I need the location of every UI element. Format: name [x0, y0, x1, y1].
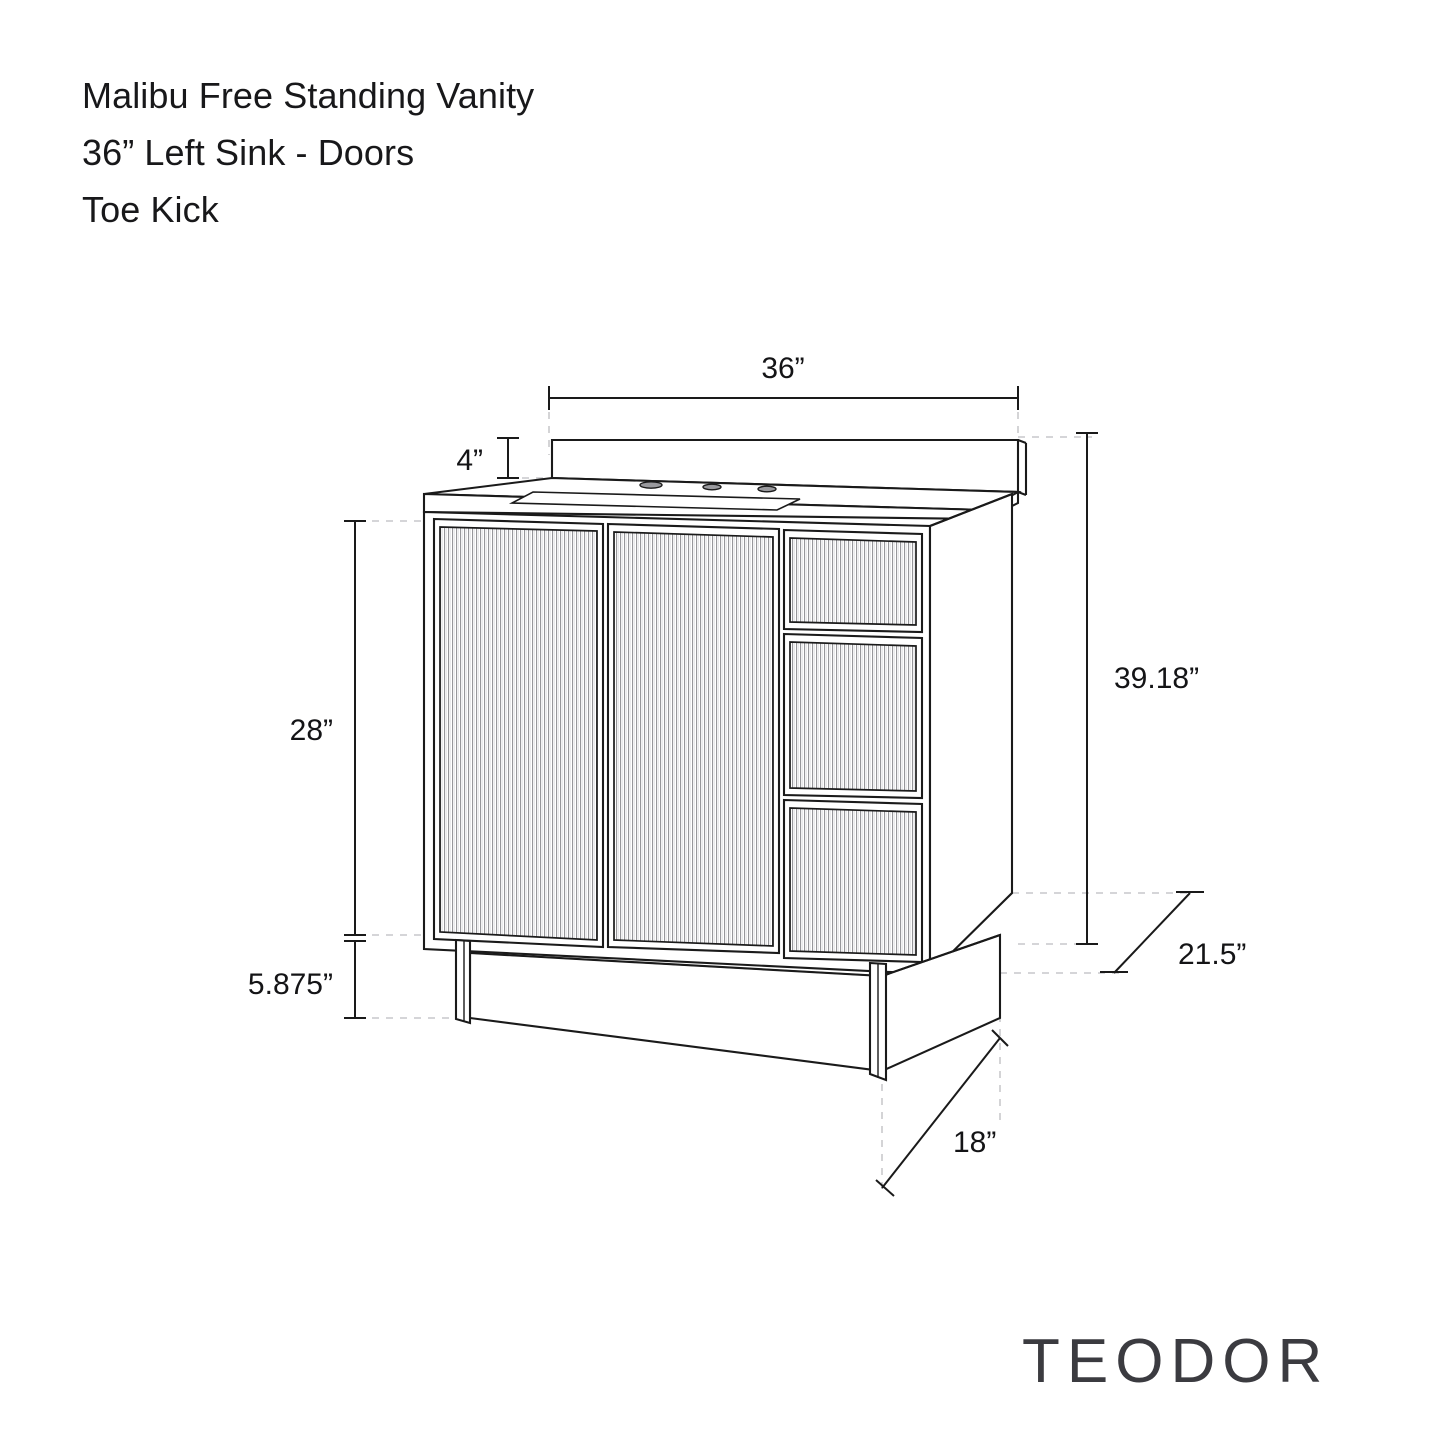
brand-logo: TEODOR [1022, 1327, 1330, 1396]
dimension-label-width: 36” [761, 352, 804, 385]
dimension-cabinet-28 [344, 520, 366, 936]
product-title-line-1: Malibu Free Standing Vanity [82, 75, 535, 116]
top-drawer [782, 528, 924, 634]
faucet-holes [639, 481, 777, 493]
right-door [606, 522, 781, 955]
dimension-overall-3918 [1076, 432, 1098, 945]
product-title-line-3: Toe Kick [82, 188, 219, 230]
dimension-width-36 [548, 386, 1019, 410]
front-left-leg [454, 938, 472, 1025]
sink-basin [508, 491, 801, 511]
dimension-toekick-5875 [344, 940, 366, 1019]
dimension-backsplash-4 [497, 437, 519, 479]
product-title-line-2: 36” Left Sink - Doors [82, 131, 415, 173]
dimension-label-cabinet: 28” [290, 714, 333, 747]
title-block: Malibu Free Standing Vanity 36” Left Sin… [82, 68, 842, 239]
front-right-leg [868, 961, 888, 1082]
dimension-label-backsplash: 4” [456, 444, 483, 477]
dimension-label-overall: 39.18” [1114, 662, 1199, 695]
middle-drawer [782, 632, 924, 800]
dimension-depth-215 [1100, 891, 1204, 974]
dimension-label-depth-base: 18” [953, 1126, 996, 1159]
bottom-drawer [782, 798, 924, 964]
dimension-label-depth-top: 21.5” [1178, 938, 1246, 971]
dimension-basedepth-18 [875, 1029, 1009, 1197]
left-door [432, 517, 605, 949]
dimension-label-toekick: 5.875” [248, 968, 333, 1001]
